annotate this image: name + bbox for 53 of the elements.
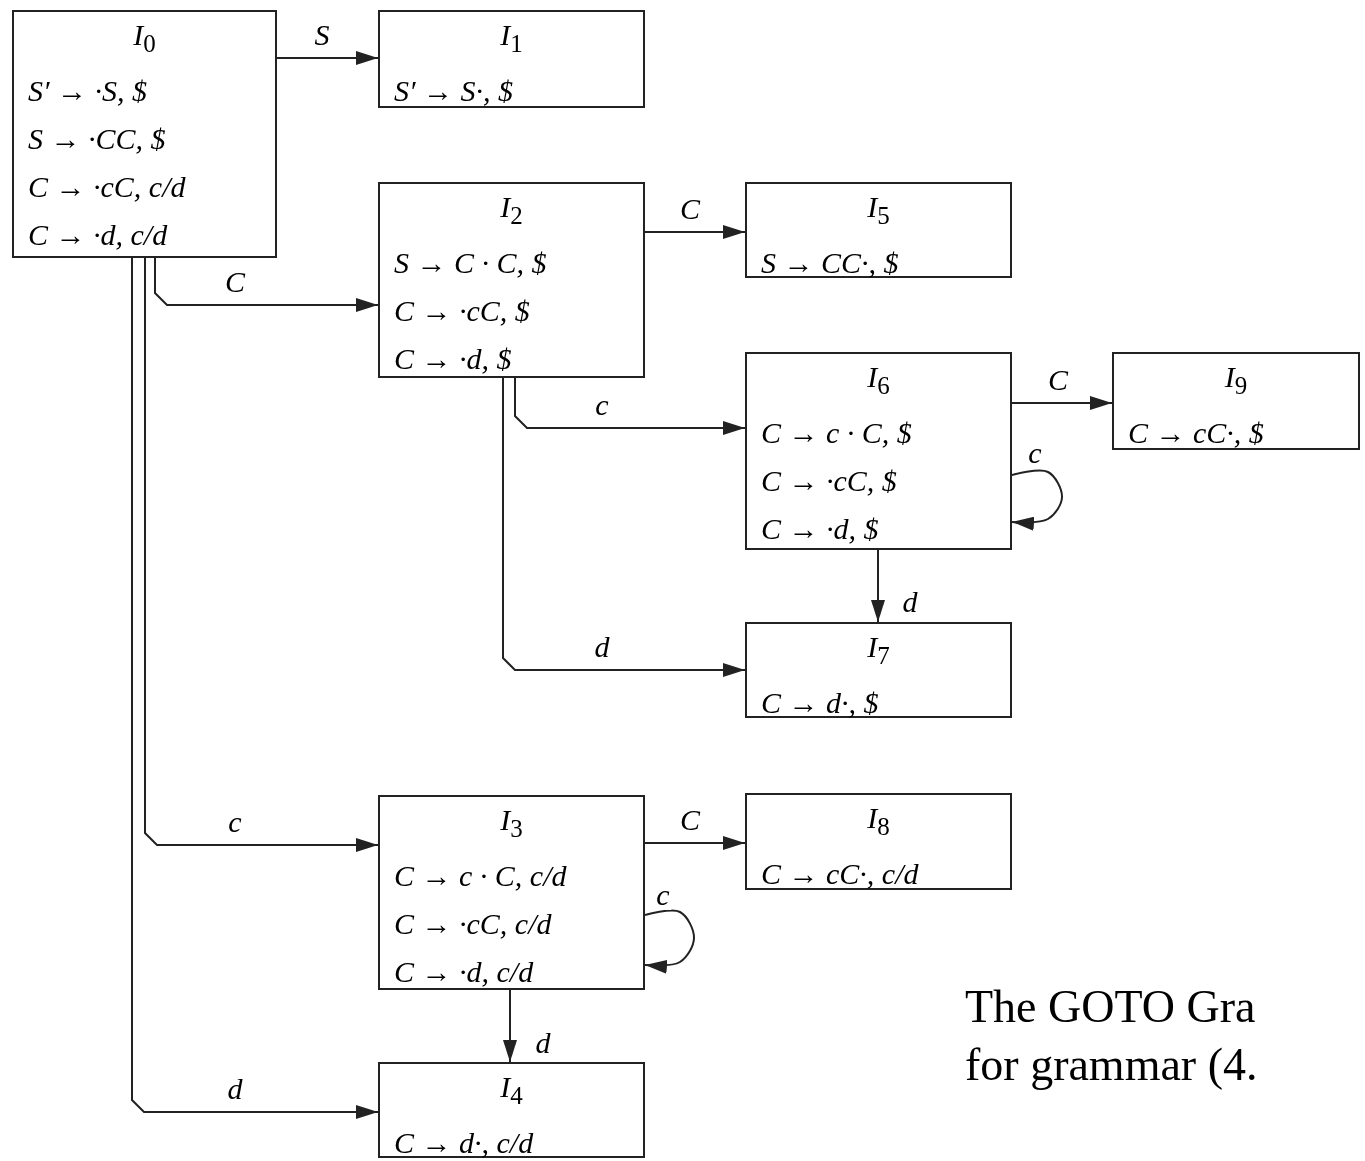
lr-item: C → d·, c/d: [394, 1125, 534, 1161]
state-box: [378, 182, 645, 378]
arrow: [514, 377, 746, 435]
arrow: [871, 549, 885, 623]
state-heading: I$_{4}$: [500, 1069, 523, 1111]
arrow: [276, 51, 379, 65]
state-heading: I$_{0}$: [133, 17, 156, 59]
state-box: [378, 10, 645, 108]
state-box: [1112, 352, 1360, 450]
arrow: [644, 909, 695, 974]
lr-item: C → ·d, c/d: [28, 217, 168, 253]
lr-item: C → ·cC, c/d: [28, 169, 186, 205]
arrow: [154, 257, 379, 312]
lr-item: C → ·d, $: [394, 341, 512, 377]
state-heading: I$_{8}$: [867, 800, 890, 842]
lr-item: C → c · C, c/d: [394, 858, 567, 894]
lr-item: S′ → S·, $: [394, 73, 514, 109]
state-heading: I$_{3}$: [500, 802, 523, 844]
state-box: [745, 793, 1012, 890]
lr-item: S → CC·, $: [761, 245, 899, 281]
state-heading: I$_{7}$: [867, 629, 890, 671]
lr-item: C → ·d, $: [761, 511, 879, 547]
arrow: [144, 257, 379, 852]
arrow: [1011, 396, 1113, 410]
state-box: [378, 795, 645, 990]
lr-item: C → c · C, $: [761, 415, 912, 451]
lr-item: S′ → ·S, $: [28, 73, 148, 109]
lr-item: C → d·, $: [761, 685, 879, 721]
lr-item: S → C · C, $: [394, 245, 547, 281]
arrow: [644, 836, 746, 850]
state-heading: I$_{6}$: [867, 359, 890, 401]
state-box: [378, 1062, 645, 1158]
lr-item: C → ·cC, $: [394, 293, 530, 329]
state-heading: I$_{1}$: [500, 17, 523, 59]
lr-item: C → ·d, c/d: [394, 954, 534, 990]
state-box: [745, 622, 1012, 718]
lr-item: C → cC·, c/d: [761, 856, 919, 892]
lr-item: C → ·cC, $: [761, 463, 897, 499]
state-box: [745, 182, 1012, 278]
arrow: [502, 377, 746, 677]
state-box: [12, 10, 277, 258]
lr-item: S → ·CC, $: [28, 121, 166, 157]
state-heading: I$_{9}$: [1224, 359, 1248, 401]
state-heading: I$_{2}$: [500, 189, 523, 231]
lr-item: C → ·cC, c/d: [394, 906, 552, 942]
arrow: [131, 257, 379, 1119]
arrow: [644, 225, 746, 239]
state-heading: I$_{5}$: [867, 189, 890, 231]
arrow: [503, 989, 517, 1063]
lr-item: C → cC·, $: [1128, 415, 1264, 451]
state-box: [745, 352, 1012, 550]
figure-caption: The GOTO Gra for grammar (4.: [965, 980, 1259, 1092]
arrow: [1011, 469, 1063, 531]
